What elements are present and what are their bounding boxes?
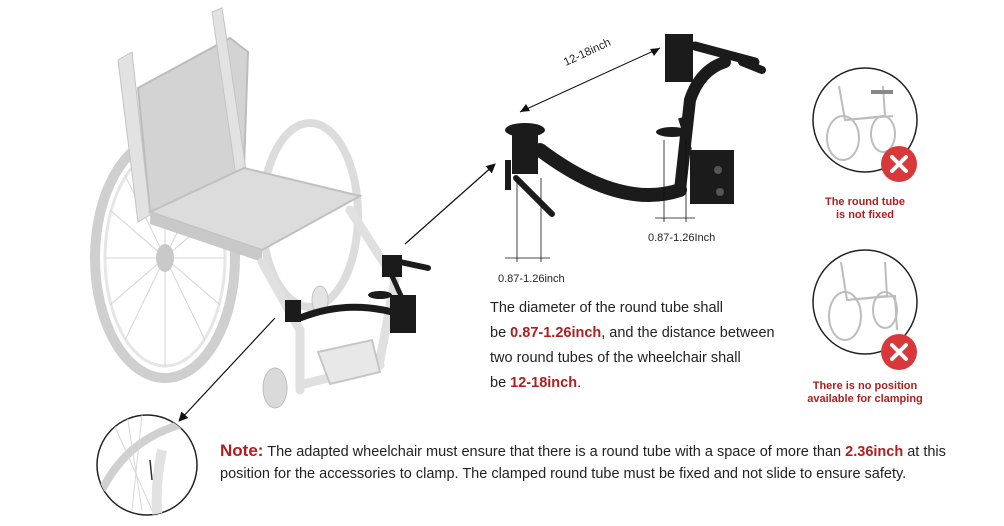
tube-diameter-label-right: 0.87-1.26Inch bbox=[648, 232, 716, 244]
safety-note: Note: The adapted wheelchair must ensure… bbox=[220, 441, 946, 482]
description-line-1: The diameter of the round tube shall bbox=[490, 300, 723, 316]
note-label: Note: bbox=[220, 441, 264, 460]
description-line-4: be 12-18inch. bbox=[490, 375, 582, 391]
warning-caption-1: The round tube is not fixed bbox=[824, 196, 906, 221]
warning-panel-1 bbox=[812, 67, 918, 182]
tube-diameter-label-left: 0.87-1.26inch bbox=[498, 273, 565, 285]
mounted-clamp-bracket bbox=[285, 255, 431, 333]
warning-caption-2: There is no position available for clamp… bbox=[807, 380, 923, 405]
description-line-2: be 0.87-1.26inch, and the distance betwe… bbox=[490, 325, 775, 341]
distance-value: 12-18inch bbox=[510, 375, 578, 391]
warning-panel-2 bbox=[812, 249, 918, 370]
clearance-value: 2.36inch bbox=[845, 444, 904, 460]
x-icon bbox=[881, 146, 917, 182]
description-line-3: two round tubes of the wheelchair shall bbox=[490, 350, 741, 366]
tube-closeup-illustration bbox=[96, 414, 198, 516]
x-icon bbox=[881, 334, 917, 370]
requirements-description: The diameter of the round tube shall be … bbox=[490, 296, 810, 396]
diameter-value: 0.87-1.26inch bbox=[510, 325, 602, 341]
